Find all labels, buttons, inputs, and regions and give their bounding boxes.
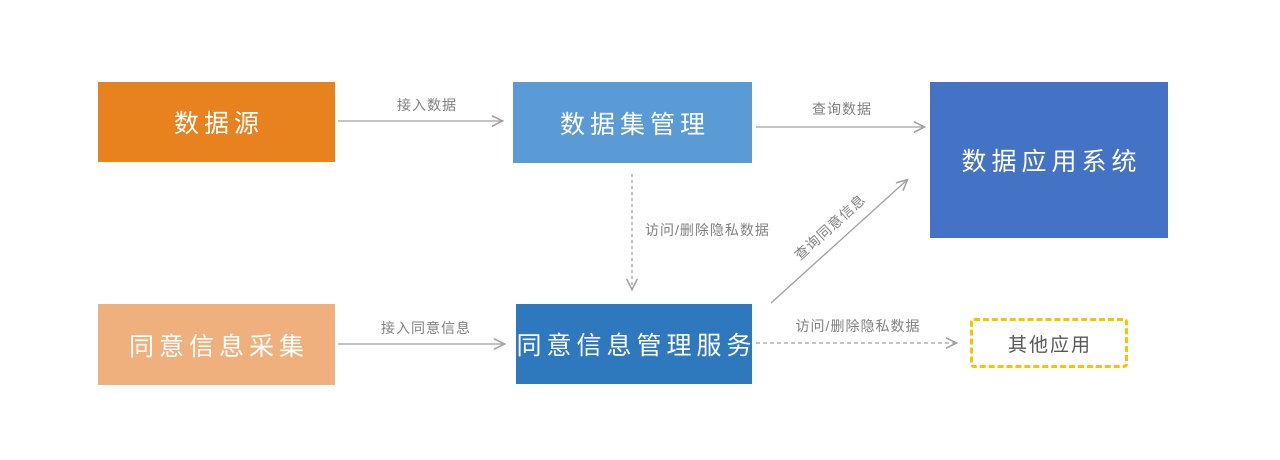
- edge-label-access-consent-info: 接入同意信息: [381, 320, 471, 336]
- node-consent-info-management-service: 同意信息管理服务: [516, 304, 752, 384]
- node-dataset-management-label: 数据集管理: [559, 110, 710, 139]
- arrow-query-consent-info: [770, 178, 909, 304]
- node-other-applications-label: 其他应用: [1007, 334, 1092, 356]
- node-other-applications: 其他应用: [970, 318, 1128, 368]
- edge-label-access-delete-private-data-vertical: 访问/删除隐私数据: [645, 222, 770, 238]
- node-data-application-system-label: 数据应用系统: [961, 148, 1142, 176]
- node-data-application-system: 数据应用系统: [930, 82, 1168, 238]
- node-consent-info-management-service-label: 同意信息管理服务: [516, 332, 757, 360]
- node-data-source: 数据源: [98, 82, 335, 162]
- edge-label-query-data: 查询数据: [812, 101, 872, 117]
- node-data-source-label: 数据源: [173, 110, 264, 138]
- node-consent-info-collection: 同意信息采集: [98, 304, 335, 385]
- edge-label-access-data: 接入数据: [397, 97, 457, 113]
- edge-label-access-delete-private-data-horizontal: 访问/删除隐私数据: [795, 318, 921, 334]
- node-dataset-management: 数据集管理: [513, 82, 752, 163]
- edge-label-query-consent-info: 查询同意信息: [791, 190, 869, 264]
- node-consent-info-collection-label: 同意信息采集: [128, 332, 309, 361]
